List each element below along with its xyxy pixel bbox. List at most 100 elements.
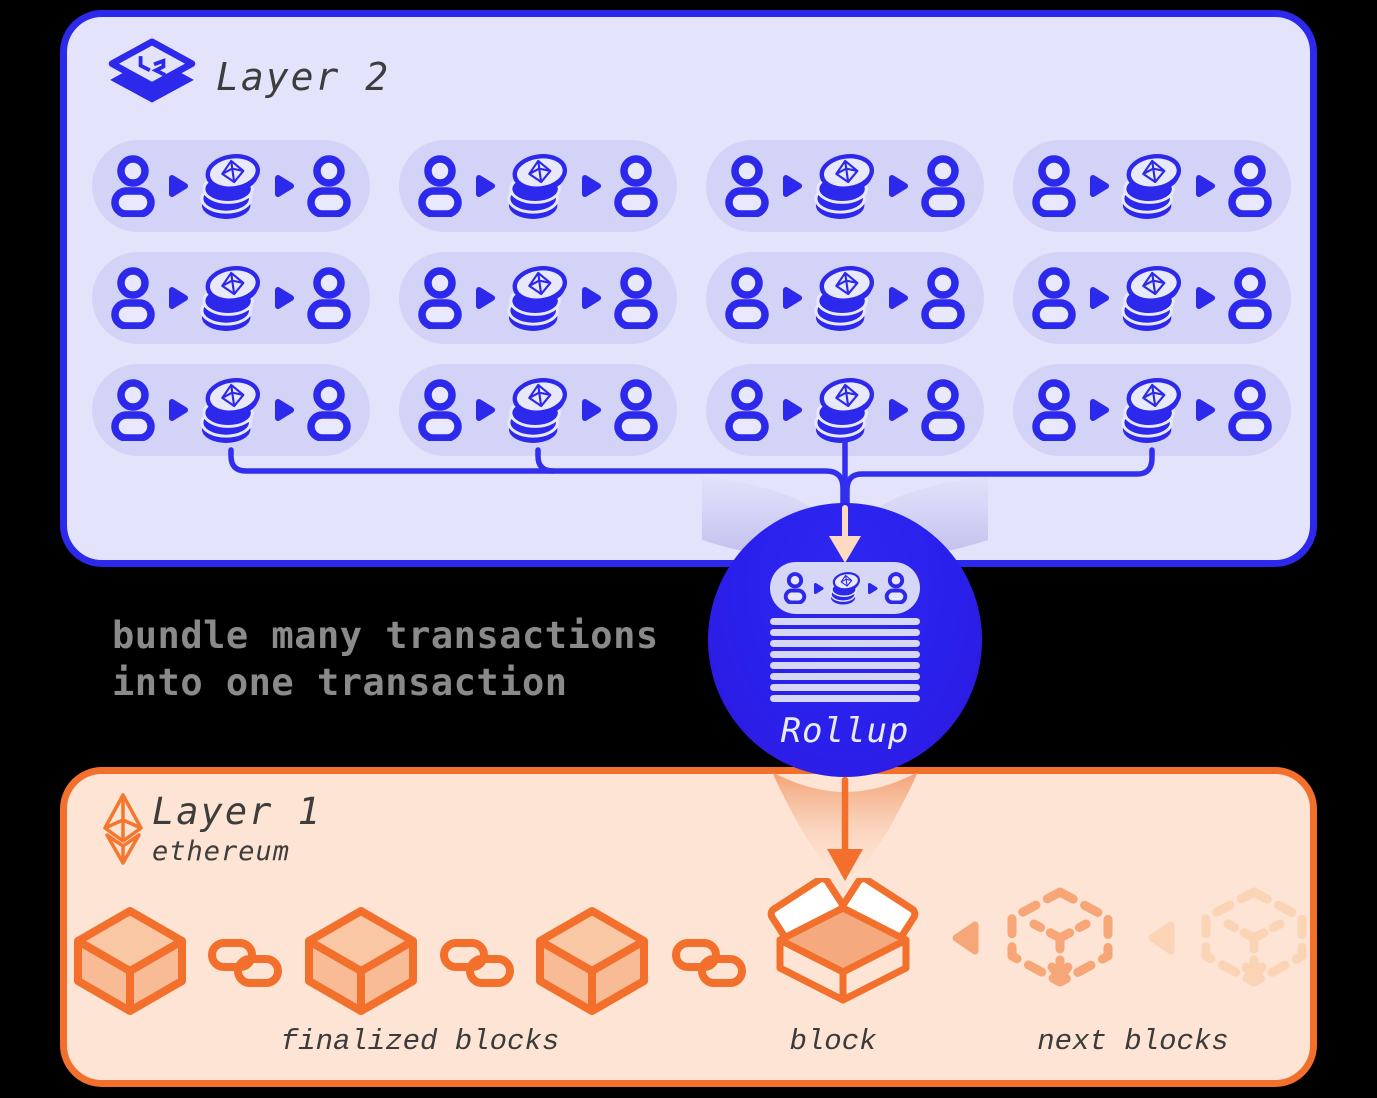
eth-coin-icon bbox=[1121, 262, 1183, 334]
arrow-right-icon bbox=[167, 397, 189, 423]
user-icon bbox=[1227, 379, 1273, 441]
user-icon bbox=[306, 155, 352, 217]
next-block-icon bbox=[1004, 886, 1116, 988]
arrow-right-icon bbox=[1088, 173, 1110, 199]
stack-slat bbox=[770, 684, 920, 691]
arrow-right-icon bbox=[273, 285, 295, 311]
transaction-pill bbox=[399, 252, 677, 344]
user-icon bbox=[306, 267, 352, 329]
arrow-right-icon bbox=[867, 582, 878, 595]
transaction-pill bbox=[92, 140, 370, 232]
arrow-right-icon bbox=[781, 285, 803, 311]
eth-coin-icon bbox=[1121, 374, 1183, 446]
eth-coin-icon bbox=[200, 150, 262, 222]
stack-slat bbox=[770, 651, 920, 658]
arrow-right-icon bbox=[887, 397, 909, 423]
next-blocks-label: next blocks bbox=[1037, 1025, 1229, 1058]
layer2-title: Layer 2 bbox=[216, 55, 391, 99]
layer2-header: Layer 2 bbox=[108, 38, 390, 116]
arrow-right-icon bbox=[887, 173, 909, 199]
layer1-subtitle: ethereum bbox=[152, 836, 291, 867]
eth-coin-icon bbox=[814, 150, 876, 222]
stacked-transactions bbox=[770, 614, 920, 702]
transaction-pill bbox=[399, 140, 677, 232]
user-icon bbox=[613, 267, 659, 329]
layer2-panel: Layer 2 bbox=[60, 10, 1317, 567]
eth-coin-icon bbox=[200, 262, 262, 334]
arrow-right-icon bbox=[813, 582, 824, 595]
chain-link-icon bbox=[440, 938, 514, 988]
eth-coin-icon bbox=[830, 570, 861, 606]
stack-slat bbox=[770, 662, 920, 669]
rollup-stack bbox=[770, 562, 920, 702]
stack-slat bbox=[770, 629, 920, 636]
user-icon bbox=[1031, 267, 1077, 329]
transaction-pill bbox=[706, 252, 984, 344]
transaction-pill bbox=[92, 252, 370, 344]
eth-coin-icon bbox=[1121, 150, 1183, 222]
eth-coin-icon bbox=[200, 374, 262, 446]
arrow-right-icon bbox=[887, 285, 909, 311]
user-icon bbox=[884, 572, 908, 604]
arrow-right-icon bbox=[273, 173, 295, 199]
chain-link-icon bbox=[672, 938, 746, 988]
rollup-label: Rollup bbox=[780, 711, 910, 751]
user-icon bbox=[1031, 379, 1077, 441]
prev-triangle-icon bbox=[950, 920, 980, 956]
user-icon bbox=[110, 155, 156, 217]
bundle-caption: bundle many transactions into one transa… bbox=[112, 612, 659, 706]
rollup-circle: Rollup bbox=[708, 503, 982, 777]
transaction-pill bbox=[1013, 252, 1291, 344]
user-icon bbox=[1227, 155, 1273, 217]
arrow-right-icon bbox=[1194, 397, 1216, 423]
caption-line-1: bundle many transactions bbox=[112, 614, 659, 657]
user-icon bbox=[783, 572, 807, 604]
user-icon bbox=[613, 155, 659, 217]
eth-coin-icon bbox=[814, 374, 876, 446]
arrow-right-icon bbox=[474, 173, 496, 199]
next-block-icon bbox=[1198, 886, 1310, 988]
chain-link-icon bbox=[208, 938, 282, 988]
eth-coin-icon bbox=[507, 374, 569, 446]
arrow-right-icon bbox=[1088, 397, 1110, 423]
arrow-right-icon bbox=[474, 397, 496, 423]
eth-coin-icon bbox=[507, 262, 569, 334]
arrow-right-icon bbox=[781, 397, 803, 423]
user-icon bbox=[920, 379, 966, 441]
layer1-title: Layer 1 bbox=[152, 790, 322, 833]
user-icon bbox=[417, 379, 463, 441]
eth-coin-icon bbox=[507, 150, 569, 222]
user-icon bbox=[417, 155, 463, 217]
user-icon bbox=[613, 379, 659, 441]
layer1-panel: Layer 1 ethereum finalized blocks block … bbox=[60, 767, 1317, 1087]
arrow-right-icon bbox=[781, 173, 803, 199]
user-icon bbox=[306, 379, 352, 441]
transaction-pill bbox=[1013, 140, 1291, 232]
arrow-right-icon bbox=[1088, 285, 1110, 311]
user-icon bbox=[920, 155, 966, 217]
stack-slat bbox=[770, 618, 920, 625]
arrow-right-icon bbox=[167, 173, 189, 199]
finalized-block-icon bbox=[70, 905, 190, 1017]
eth-coin-icon bbox=[814, 262, 876, 334]
prev-triangle-icon bbox=[1146, 920, 1176, 956]
arrow-right-icon bbox=[474, 285, 496, 311]
user-icon bbox=[110, 379, 156, 441]
stack-slat bbox=[770, 695, 920, 702]
arrow-right-icon bbox=[167, 285, 189, 311]
arrow-right-icon bbox=[1194, 285, 1216, 311]
arrow-right-icon bbox=[580, 285, 602, 311]
user-icon bbox=[1227, 267, 1273, 329]
finalized-block-icon bbox=[532, 905, 652, 1017]
transaction-pill bbox=[706, 140, 984, 232]
user-icon bbox=[724, 155, 770, 217]
finalized-blocks-label: finalized blocks bbox=[280, 1025, 560, 1058]
transaction-pill bbox=[706, 364, 984, 456]
bundled-transaction-pill bbox=[770, 562, 920, 614]
user-icon bbox=[920, 267, 966, 329]
user-icon bbox=[724, 379, 770, 441]
open-block-icon bbox=[758, 878, 928, 1004]
transaction-grid bbox=[92, 140, 1291, 456]
arrow-right-icon bbox=[273, 397, 295, 423]
